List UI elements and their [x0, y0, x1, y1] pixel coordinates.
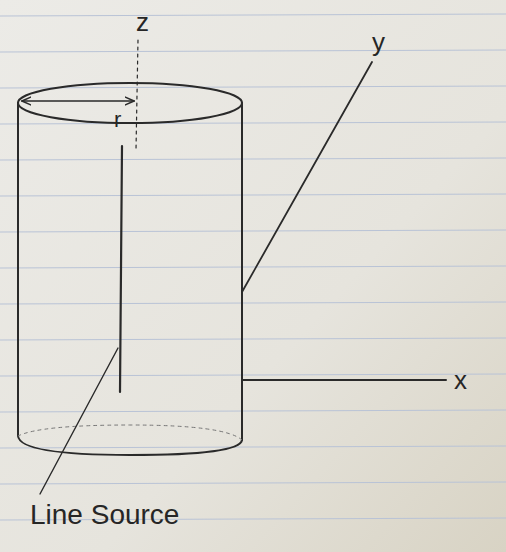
- line-source: [120, 146, 122, 392]
- z-axis: [136, 40, 138, 150]
- cylinder-bottom: [18, 436, 242, 455]
- part-name: Line Source: [28, 500, 181, 531]
- cylinder-side: [241, 103, 243, 440]
- y-axis: [242, 62, 372, 292]
- leader-line: [40, 348, 118, 494]
- axis-label: y: [370, 28, 387, 57]
- cylinder-bottom-hidden: [18, 425, 242, 440]
- cylinder-side: [17, 103, 19, 436]
- cylinder-top: [18, 83, 242, 123]
- axis-label: x: [452, 366, 469, 395]
- dimension-label: r: [112, 108, 123, 132]
- axis-label: z: [134, 8, 151, 37]
- x-axis: [242, 379, 446, 381]
- radius-arrow: [22, 100, 134, 102]
- ruled-lines: [0, 14, 506, 520]
